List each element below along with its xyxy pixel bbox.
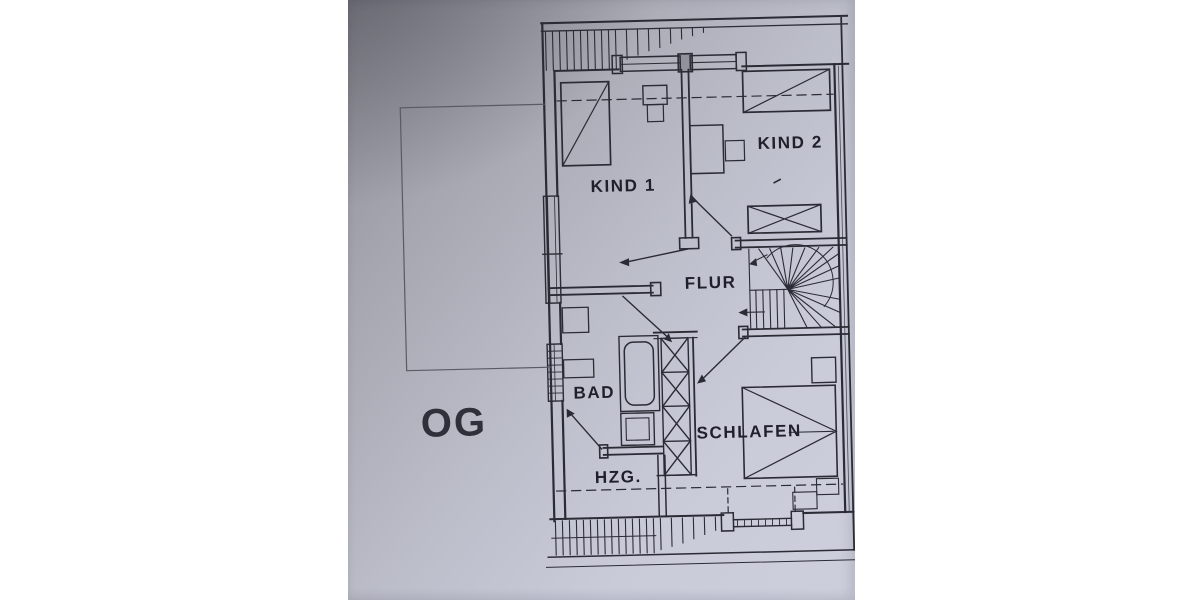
right-wall xyxy=(833,17,855,551)
schlafen-nightstand xyxy=(810,356,837,384)
bottom-window xyxy=(720,510,805,532)
bad-door xyxy=(621,295,673,343)
kind1-bed xyxy=(559,80,612,167)
floor-plan-drawing xyxy=(399,14,855,568)
floor-label: OG xyxy=(420,400,488,446)
bad-shelf-lower xyxy=(562,358,595,379)
balcony-outline xyxy=(399,103,552,372)
kind1-door xyxy=(619,247,690,267)
doors xyxy=(566,193,746,450)
bad-shelf-upper xyxy=(561,306,590,334)
staircase xyxy=(738,244,841,329)
closet-column xyxy=(652,330,698,477)
room-label-bad: BAD xyxy=(573,382,616,403)
kind1-nightstand xyxy=(642,84,668,123)
room-label-hzg: HZG. xyxy=(594,466,643,488)
kind2-door xyxy=(688,193,733,237)
furniture xyxy=(559,68,840,510)
schlafen-bed xyxy=(741,384,839,480)
left-wall xyxy=(541,22,567,523)
washbasin xyxy=(620,411,656,447)
hzg-bad-door xyxy=(566,408,603,450)
floor-plan: KIND 1 KIND 2 FLUR BAD SCHLAFEN HZG. OG xyxy=(348,0,855,600)
scanned-paper: KIND 1 KIND 2 FLUR BAD SCHLAFEN HZG. OG xyxy=(348,0,855,600)
room-label-schlafen: SCHLAFEN xyxy=(696,421,803,443)
kind2-wardrobe xyxy=(746,203,823,235)
kind2-bed xyxy=(741,68,832,114)
roofline-dashed xyxy=(556,93,844,514)
stair-direction-arrows xyxy=(738,254,768,317)
kind1-window xyxy=(542,195,563,304)
room-label-kind2: KIND 2 xyxy=(757,132,824,154)
top-windows xyxy=(611,51,748,75)
schlafen-cabinet-a xyxy=(815,477,840,496)
room-label-kind1: KIND 1 xyxy=(590,175,657,197)
bad-window xyxy=(546,343,565,402)
schlafen-door xyxy=(697,336,746,384)
bottom-wall xyxy=(546,510,855,568)
kind2-mark xyxy=(773,178,782,184)
top-wall xyxy=(540,14,850,75)
kind2-desk xyxy=(689,124,746,175)
schlafen-cabinet-b xyxy=(792,491,818,510)
room-label-flur: FLUR xyxy=(684,272,737,293)
bathtub xyxy=(618,334,661,413)
